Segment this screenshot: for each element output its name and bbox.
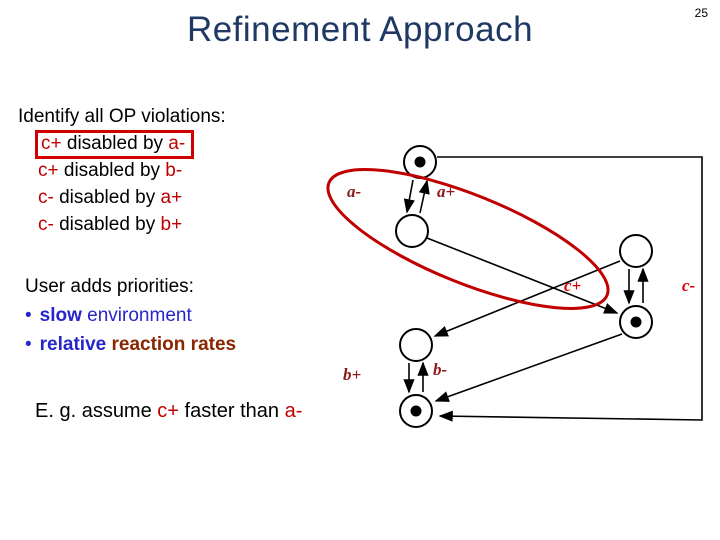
diagonal-edge-c-plus xyxy=(426,237,619,314)
priorities-block: User adds priorities: •slow environment … xyxy=(25,272,236,359)
cycle-edge xyxy=(437,156,703,422)
diagonal-edge-upper xyxy=(433,260,621,337)
violation-line: c- disabled by b+ xyxy=(38,211,226,238)
signal-text: b+ xyxy=(160,214,183,235)
a-plus-arrow xyxy=(418,179,430,214)
priority-text: environment xyxy=(81,305,192,326)
signal-text: c- xyxy=(38,214,54,235)
slide-number: 25 xyxy=(694,6,708,20)
violation-highlight-box: c+ disabled by a- xyxy=(35,130,195,159)
priority-emphasis: slow xyxy=(39,305,82,326)
violation-highlight-ellipse xyxy=(326,168,610,310)
signal-text: c+ xyxy=(41,133,62,154)
label-c-plus: c+ xyxy=(564,276,581,295)
state-circle-bottom-mid xyxy=(399,328,433,362)
page-title: Refinement Approach xyxy=(186,10,534,49)
signal-text: a- xyxy=(168,133,186,154)
violation-line: c+ disabled by b- xyxy=(38,157,226,184)
label-b-minus: b- xyxy=(433,360,448,379)
violations-list: c+ disabled by a- c+ disabled by b- c- d… xyxy=(35,130,226,238)
state-circle-upper-left xyxy=(395,214,429,248)
priority-bullet-relative: • relative reaction rates xyxy=(25,330,236,359)
signal-text: c+ xyxy=(38,160,59,181)
violation-text: disabled by xyxy=(53,187,161,208)
violation-text: disabled by xyxy=(53,214,161,235)
violation-text: disabled by xyxy=(58,160,166,181)
bullet-icon: • xyxy=(25,334,32,355)
violation-line: c- disabled by a+ xyxy=(38,184,226,211)
label-c-minus: c- xyxy=(682,276,696,295)
violation-line: c+ disabled by a- xyxy=(35,130,226,159)
signal-text: c+ xyxy=(157,400,179,422)
priorities-heading: User adds priorities: xyxy=(25,276,194,297)
priority-text: reaction rates xyxy=(106,334,237,355)
violations-heading: Identify all OP violations: xyxy=(18,106,226,127)
example-line: E. g. assume c+ faster than a- xyxy=(35,400,302,423)
state-circle-right-upper xyxy=(619,234,653,268)
example-text: E. g. assume xyxy=(35,400,158,422)
label-b-plus: b+ xyxy=(343,365,361,384)
signal-text: b- xyxy=(165,160,183,181)
priority-bullet-slow: • slow environment xyxy=(25,301,236,330)
token-dot xyxy=(410,405,422,417)
violation-text: disabled by xyxy=(61,133,169,154)
signal-text: a+ xyxy=(160,187,183,208)
signal-text: a- xyxy=(284,400,303,422)
bullet-icon: • xyxy=(25,305,32,326)
violations-block: Identify all OP violations: c+ disabled … xyxy=(18,103,226,238)
diagonal-edge-lower xyxy=(434,333,623,402)
priority-emphasis: relative xyxy=(39,334,107,355)
token-dot xyxy=(414,156,426,168)
example-text: faster than xyxy=(178,400,285,422)
token-dot xyxy=(630,316,642,328)
label-a-plus: a+ xyxy=(437,182,455,201)
a-minus-arrow xyxy=(403,179,415,214)
signal-text: c- xyxy=(38,187,54,208)
label-a-minus: a- xyxy=(347,182,362,201)
